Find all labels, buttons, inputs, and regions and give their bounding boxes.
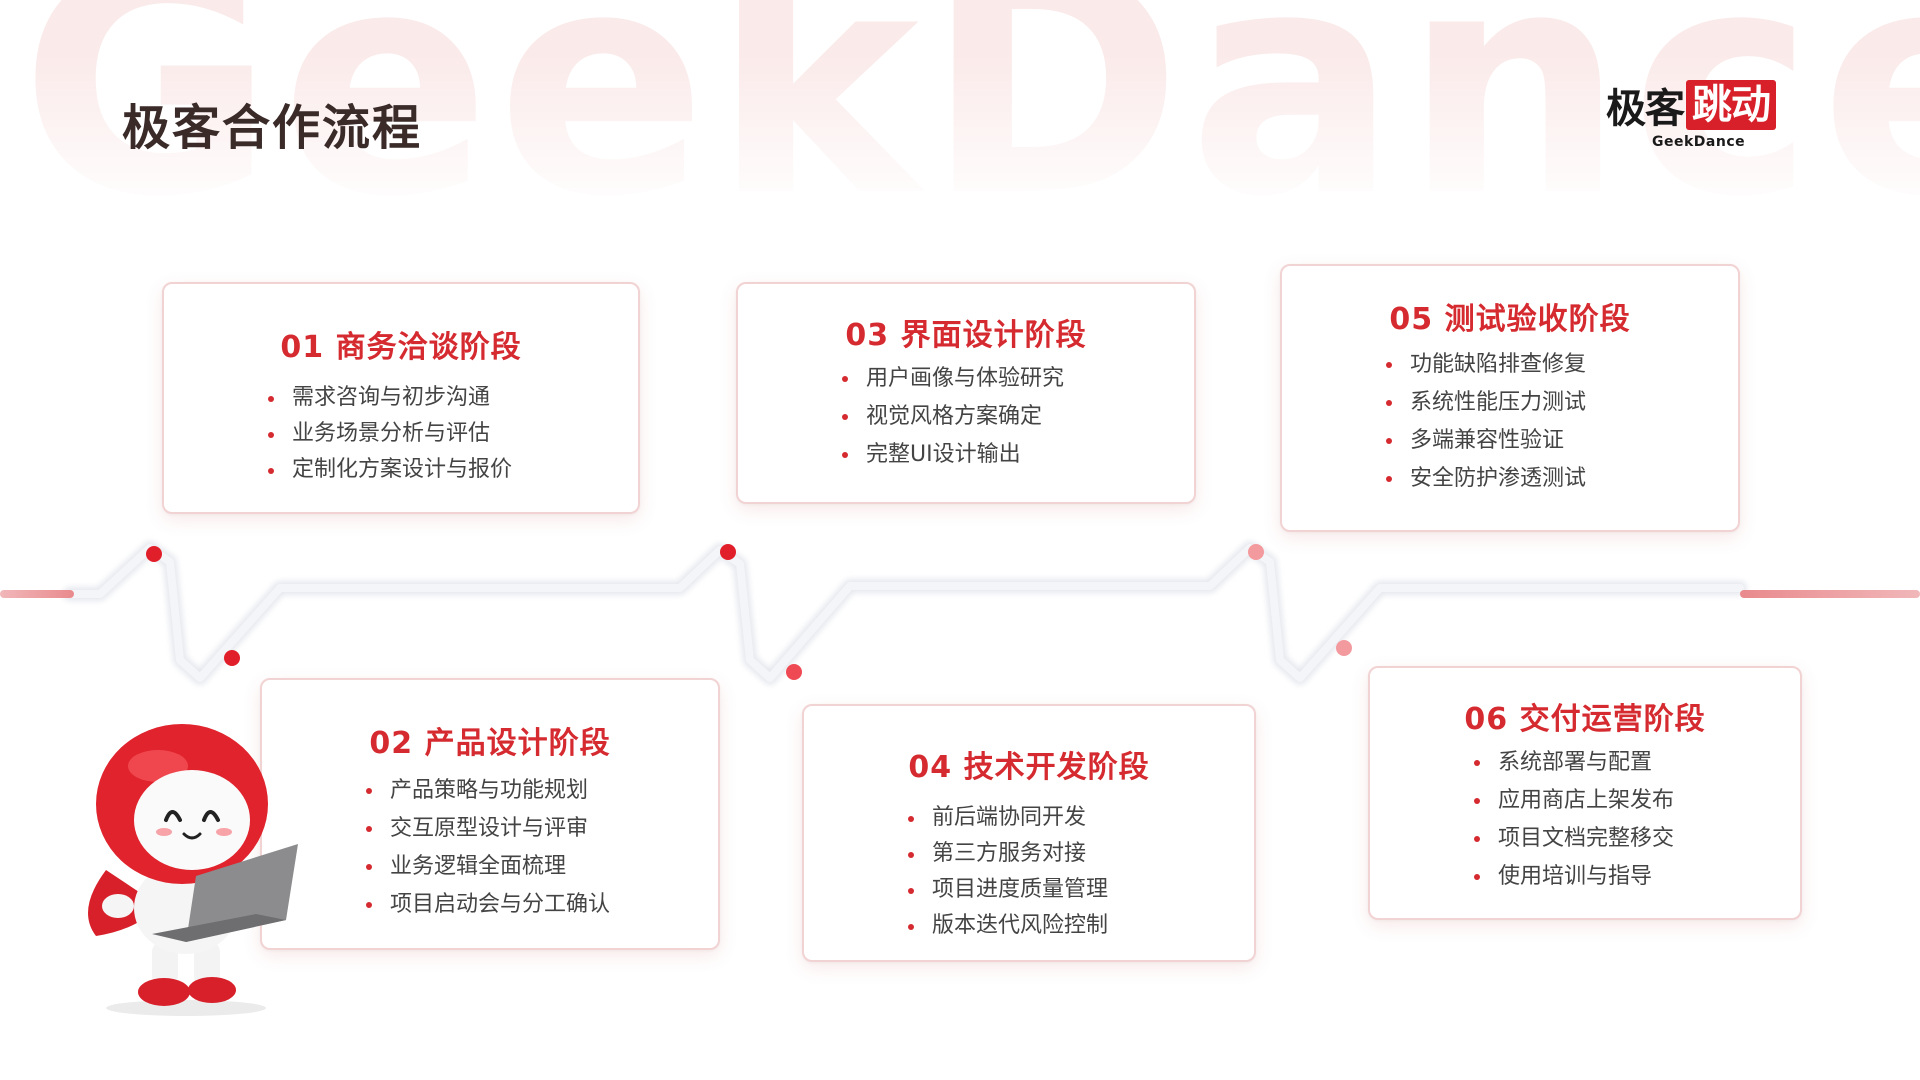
brand-logo-black-text: 极客 bbox=[1606, 76, 1684, 134]
stage-card-05: 05 测试验收阶段 功能缺陷排查修复 系统性能压力测试 多端兼容性验证 安全防护… bbox=[1280, 264, 1740, 532]
stage-card-list: 需求咨询与初步沟通 业务场景分析与评估 定制化方案设计与报价 bbox=[264, 380, 638, 488]
stage-card-02: 02 产品设计阶段 产品策略与功能规划 交互原型设计与评审 业务逻辑全面梳理 项… bbox=[260, 678, 720, 950]
brand-logo: 极客 跳动 GeekDance bbox=[1606, 78, 1786, 152]
stage-card-03: 03 界面设计阶段 用户画像与体验研究 视觉风格方案确定 完整UI设计输出 bbox=[736, 282, 1196, 504]
timeline-left-segment bbox=[0, 590, 74, 598]
stage-card-item: 产品策略与功能规划 bbox=[362, 772, 718, 810]
stage-card-list: 前后端协同开发 第三方服务对接 项目进度质量管理 版本迭代风险控制 bbox=[904, 800, 1254, 944]
timeline-dot-3 bbox=[720, 544, 736, 560]
mascot-face bbox=[134, 770, 250, 870]
stage-card-list: 用户画像与体验研究 视觉风格方案确定 完整UI设计输出 bbox=[838, 360, 1194, 474]
stage-card-item: 用户画像与体验研究 bbox=[838, 360, 1194, 398]
stage-card-list: 功能缺陷排查修复 系统性能压力测试 多端兼容性验证 安全防护渗透测试 bbox=[1382, 346, 1738, 498]
mascot-cheek-left bbox=[156, 828, 172, 836]
timeline-dot-1 bbox=[146, 546, 162, 562]
stage-card-item: 功能缺陷排查修复 bbox=[1382, 346, 1738, 384]
stage-card-item: 业务场景分析与评估 bbox=[264, 416, 638, 452]
stage-card-item: 安全防护渗透测试 bbox=[1382, 460, 1738, 498]
stage-card-item: 第三方服务对接 bbox=[904, 836, 1254, 872]
stage-card-item: 交互原型设计与评审 bbox=[362, 810, 718, 848]
stage-card-06: 06 交付运营阶段 系统部署与配置 应用商店上架发布 项目文档完整移交 使用培训… bbox=[1368, 666, 1802, 920]
mascot-shoe-left bbox=[138, 978, 190, 1006]
stage-card-item: 完整UI设计输出 bbox=[838, 436, 1194, 474]
timeline-dot-2 bbox=[224, 650, 240, 666]
timeline-right-segment bbox=[1740, 590, 1920, 598]
stage-card-item: 系统部署与配置 bbox=[1470, 744, 1800, 782]
stage-card-title: 05 测试验收阶段 bbox=[1282, 294, 1738, 338]
stage-card-item: 应用商店上架发布 bbox=[1470, 782, 1800, 820]
stage-card-item: 定制化方案设计与报价 bbox=[264, 452, 638, 488]
stage-card-list: 产品策略与功能规划 交互原型设计与评审 业务逻辑全面梳理 项目启动会与分工确认 bbox=[362, 772, 718, 924]
stage-card-04: 04 技术开发阶段 前后端协同开发 第三方服务对接 项目进度质量管理 版本迭代风… bbox=[802, 704, 1256, 962]
stage-card-item: 项目文档完整移交 bbox=[1470, 820, 1800, 858]
brand-logo-red-text: 跳动 bbox=[1686, 80, 1776, 130]
stage-card-item: 项目启动会与分工确认 bbox=[362, 886, 718, 924]
timeline-dot-4 bbox=[786, 664, 802, 680]
stage-card-item: 系统性能压力测试 bbox=[1382, 384, 1738, 422]
stage-card-title: 06 交付运营阶段 bbox=[1370, 694, 1800, 738]
mascot-shadow bbox=[106, 1000, 266, 1016]
stage-card-item: 前后端协同开发 bbox=[904, 800, 1254, 836]
stage-card-title: 01 商务洽谈阶段 bbox=[164, 322, 638, 366]
stage-card-item: 多端兼容性验证 bbox=[1382, 422, 1738, 460]
stage-card-01: 01 商务洽谈阶段 需求咨询与初步沟通 业务场景分析与评估 定制化方案设计与报价 bbox=[162, 282, 640, 514]
stage-card-item: 项目进度质量管理 bbox=[904, 872, 1254, 908]
mascot-cheek-right bbox=[216, 828, 232, 836]
stage-card-list: 系统部署与配置 应用商店上架发布 项目文档完整移交 使用培训与指导 bbox=[1470, 744, 1800, 896]
page-title: 极客合作流程 bbox=[122, 88, 422, 158]
timeline-dot-5 bbox=[1248, 544, 1264, 560]
timeline-dot-6 bbox=[1336, 640, 1352, 656]
stage-card-title: 03 界面设计阶段 bbox=[738, 310, 1194, 354]
stage-card-item: 视觉风格方案确定 bbox=[838, 398, 1194, 436]
timeline-shadow bbox=[70, 548, 1740, 678]
mascot-illustration bbox=[66, 720, 316, 1020]
stage-card-title: 02 产品设计阶段 bbox=[262, 718, 718, 762]
brand-logo-subtitle: GeekDance bbox=[1652, 134, 1745, 150]
stage-card-item: 业务逻辑全面梳理 bbox=[362, 848, 718, 886]
stage-card-item: 需求咨询与初步沟通 bbox=[264, 380, 638, 416]
stage-card-title: 04 技术开发阶段 bbox=[804, 742, 1254, 786]
stage-card-item: 使用培训与指导 bbox=[1470, 858, 1800, 896]
timeline-path bbox=[70, 548, 1740, 678]
stage-card-item: 版本迭代风险控制 bbox=[904, 908, 1254, 944]
mascot-shoe-right bbox=[188, 977, 236, 1003]
mascot-hand bbox=[102, 894, 134, 918]
